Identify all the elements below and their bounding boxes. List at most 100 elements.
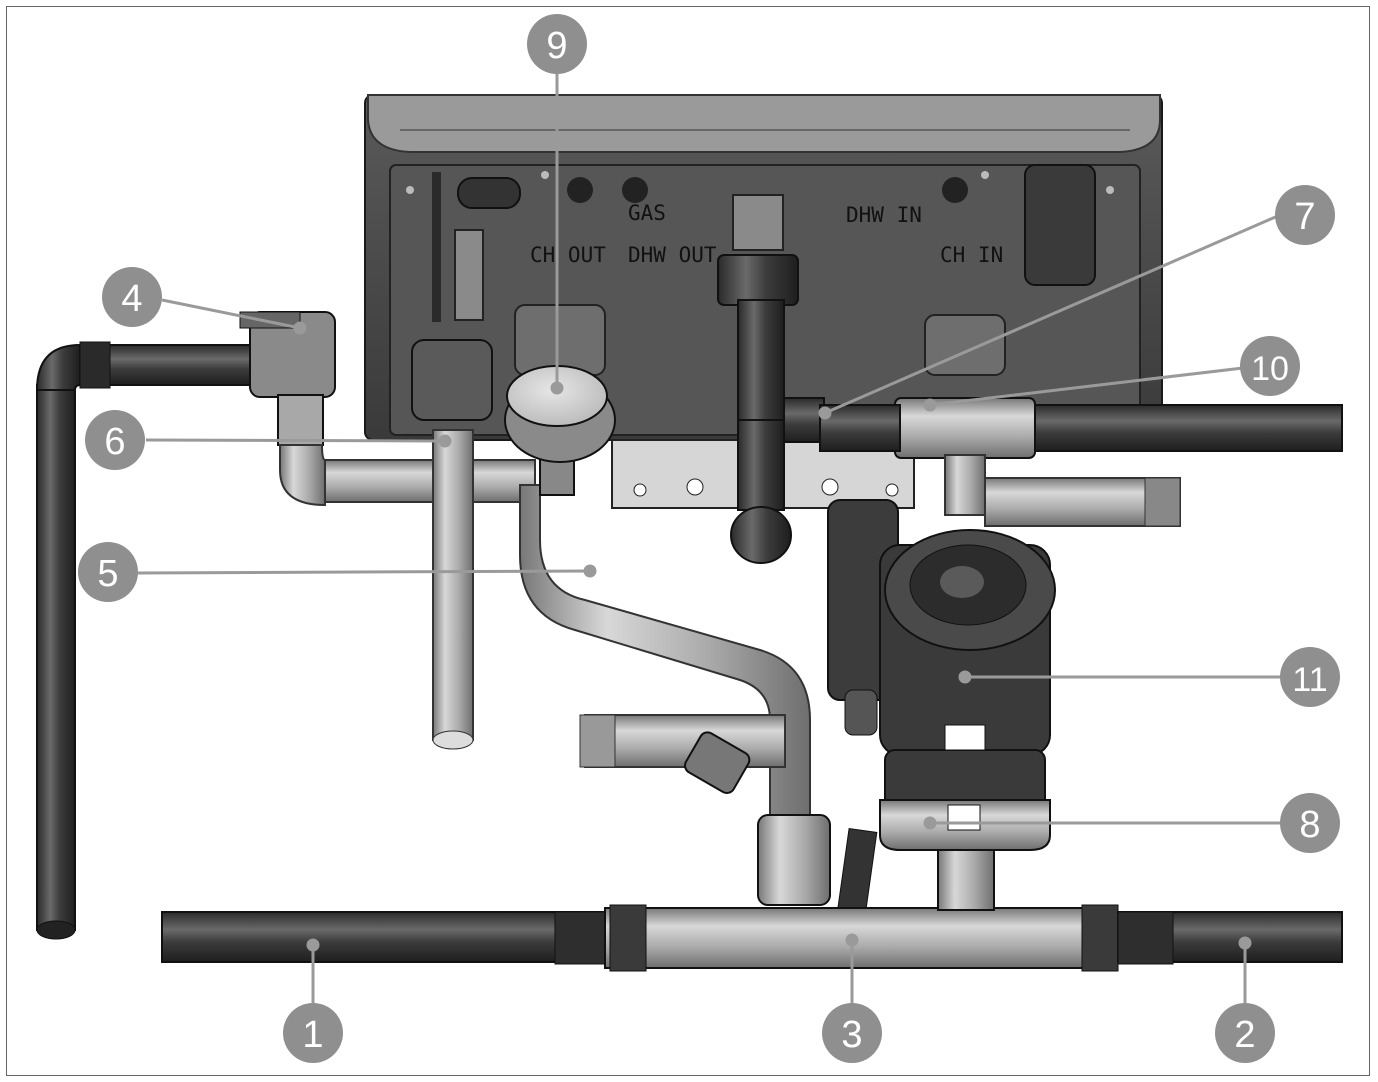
callout-4-label: 4 xyxy=(121,278,142,320)
gas-connection xyxy=(411,339,493,421)
pipe-dhw-branch xyxy=(819,404,901,452)
pump-motor-cap-center xyxy=(940,566,984,598)
pipe-left-end xyxy=(36,920,76,940)
leader-11-anchor xyxy=(958,670,972,684)
ball-valve-body xyxy=(757,814,831,906)
label-dhw-out: DHW OUT xyxy=(628,243,717,267)
leader-3-anchor xyxy=(845,933,859,947)
callout-7-badge xyxy=(1275,185,1335,245)
leader-8-anchor xyxy=(923,816,937,830)
boiler-screw xyxy=(981,171,989,179)
leader-9-anchor xyxy=(550,381,564,395)
callout-8-badge xyxy=(1280,793,1340,853)
dhw-in-fitting xyxy=(732,194,784,251)
leader-4 xyxy=(161,298,301,330)
callout-1-badge xyxy=(283,1003,343,1063)
pump-junction-window xyxy=(944,724,986,751)
callout-3: 3 xyxy=(822,1003,882,1063)
leader-5 xyxy=(137,569,591,575)
boiler-screw xyxy=(541,171,549,179)
dhw-in-pipe xyxy=(737,299,785,421)
leader-7 xyxy=(824,213,1281,415)
callout-4: 4 xyxy=(102,267,162,327)
pipe-left-vertical xyxy=(36,384,76,931)
light-pipe-stub-cap xyxy=(579,714,616,768)
callout-1-label: 1 xyxy=(302,1014,323,1056)
dhw-in-nut xyxy=(717,254,799,306)
pump-flange-window xyxy=(947,804,981,831)
pump-outlet-pipe xyxy=(937,844,995,911)
callout-6-label: 6 xyxy=(104,421,125,463)
relief-pipe-vertical xyxy=(432,429,474,741)
bracket-hole xyxy=(633,483,647,497)
bracket-hole xyxy=(686,478,704,496)
callout-11-label: 11 xyxy=(1292,661,1327,699)
callout-11: 11 xyxy=(1280,647,1340,707)
leader-10 xyxy=(929,366,1244,407)
callout-10: 10 xyxy=(1240,336,1300,396)
callout-7-label: 7 xyxy=(1294,196,1315,238)
pipe-pump-riser xyxy=(944,454,986,516)
bracket-hole xyxy=(885,483,899,497)
pipe-bottom-center-collar-right xyxy=(1081,904,1119,972)
callout-2-label: 2 xyxy=(1234,1014,1255,1056)
leader-6-anchor xyxy=(438,434,452,448)
pipe-bottom-left xyxy=(161,911,608,963)
callout-1: 1 xyxy=(283,1003,343,1063)
pipe-bottom-right-coupling xyxy=(1117,911,1174,965)
boiler-display-recess xyxy=(1024,164,1096,286)
callout-7: 7 xyxy=(1275,185,1335,245)
drain-valve xyxy=(684,731,751,794)
callout-6: 6 xyxy=(85,410,145,470)
pressure-gauge xyxy=(504,365,616,496)
label-gas: GAS xyxy=(628,201,666,225)
callout-5-label: 5 xyxy=(97,553,118,595)
leader-10-anchor xyxy=(923,398,937,412)
boiler-vent-opening xyxy=(457,177,521,209)
gas-stub xyxy=(454,229,484,321)
callout-11-badge xyxy=(1280,647,1340,707)
boiler-side-slot xyxy=(432,172,441,322)
leader-7-anchor xyxy=(818,406,832,420)
callout-5-badge xyxy=(78,542,138,602)
pipe-right-union xyxy=(894,397,1036,459)
pipe-right-upper xyxy=(1029,404,1343,452)
callouts: 1 2 3 4 5 6 7 8 xyxy=(78,14,1340,1063)
leader-1-anchor xyxy=(306,938,320,952)
bracket-hole xyxy=(821,478,839,496)
boiler-screw xyxy=(1106,186,1114,194)
circulator-pump xyxy=(827,499,1056,851)
callout-3-label: 3 xyxy=(841,1014,862,1056)
dhw-tee-branch xyxy=(783,397,825,443)
boiler-top-cover xyxy=(367,94,1161,153)
leader-2-anchor xyxy=(1238,936,1252,950)
relief-pipe-horizontal xyxy=(324,459,536,503)
pipe-bottom-left-coupling xyxy=(554,911,606,965)
leader-4-anchor xyxy=(293,321,307,335)
callout-5: 5 xyxy=(78,542,138,602)
dhw-lower-pipe xyxy=(737,419,785,511)
boiler-port-cap xyxy=(567,177,593,203)
pipe-left-elbow xyxy=(35,343,81,391)
pipe-bottom-center-collar-left xyxy=(609,904,647,972)
boiler-port-cap xyxy=(942,177,968,203)
ch-out-fitting xyxy=(514,304,606,376)
boiler-port-cap xyxy=(622,177,648,203)
callout-10-label: 10 xyxy=(1251,350,1289,388)
callout-6-badge xyxy=(85,410,145,470)
label-ch-out: CH OUT xyxy=(530,243,606,267)
callout-4-badge xyxy=(102,267,162,327)
ch-in-fitting xyxy=(924,314,1006,376)
pressure-valve-outlet xyxy=(277,394,324,446)
callout-2: 2 xyxy=(1215,1003,1275,1063)
boiler-screw xyxy=(406,186,414,194)
relief-pipe-end xyxy=(432,730,474,750)
pump-cable-gland xyxy=(844,689,878,736)
callout-9-badge xyxy=(527,14,587,74)
leader-6 xyxy=(145,438,446,443)
pipe-right-short-cap xyxy=(1144,477,1181,527)
callout-8: 8 xyxy=(1280,793,1340,853)
callout-2-badge xyxy=(1215,1003,1275,1063)
leader-lines xyxy=(137,70,1282,1003)
